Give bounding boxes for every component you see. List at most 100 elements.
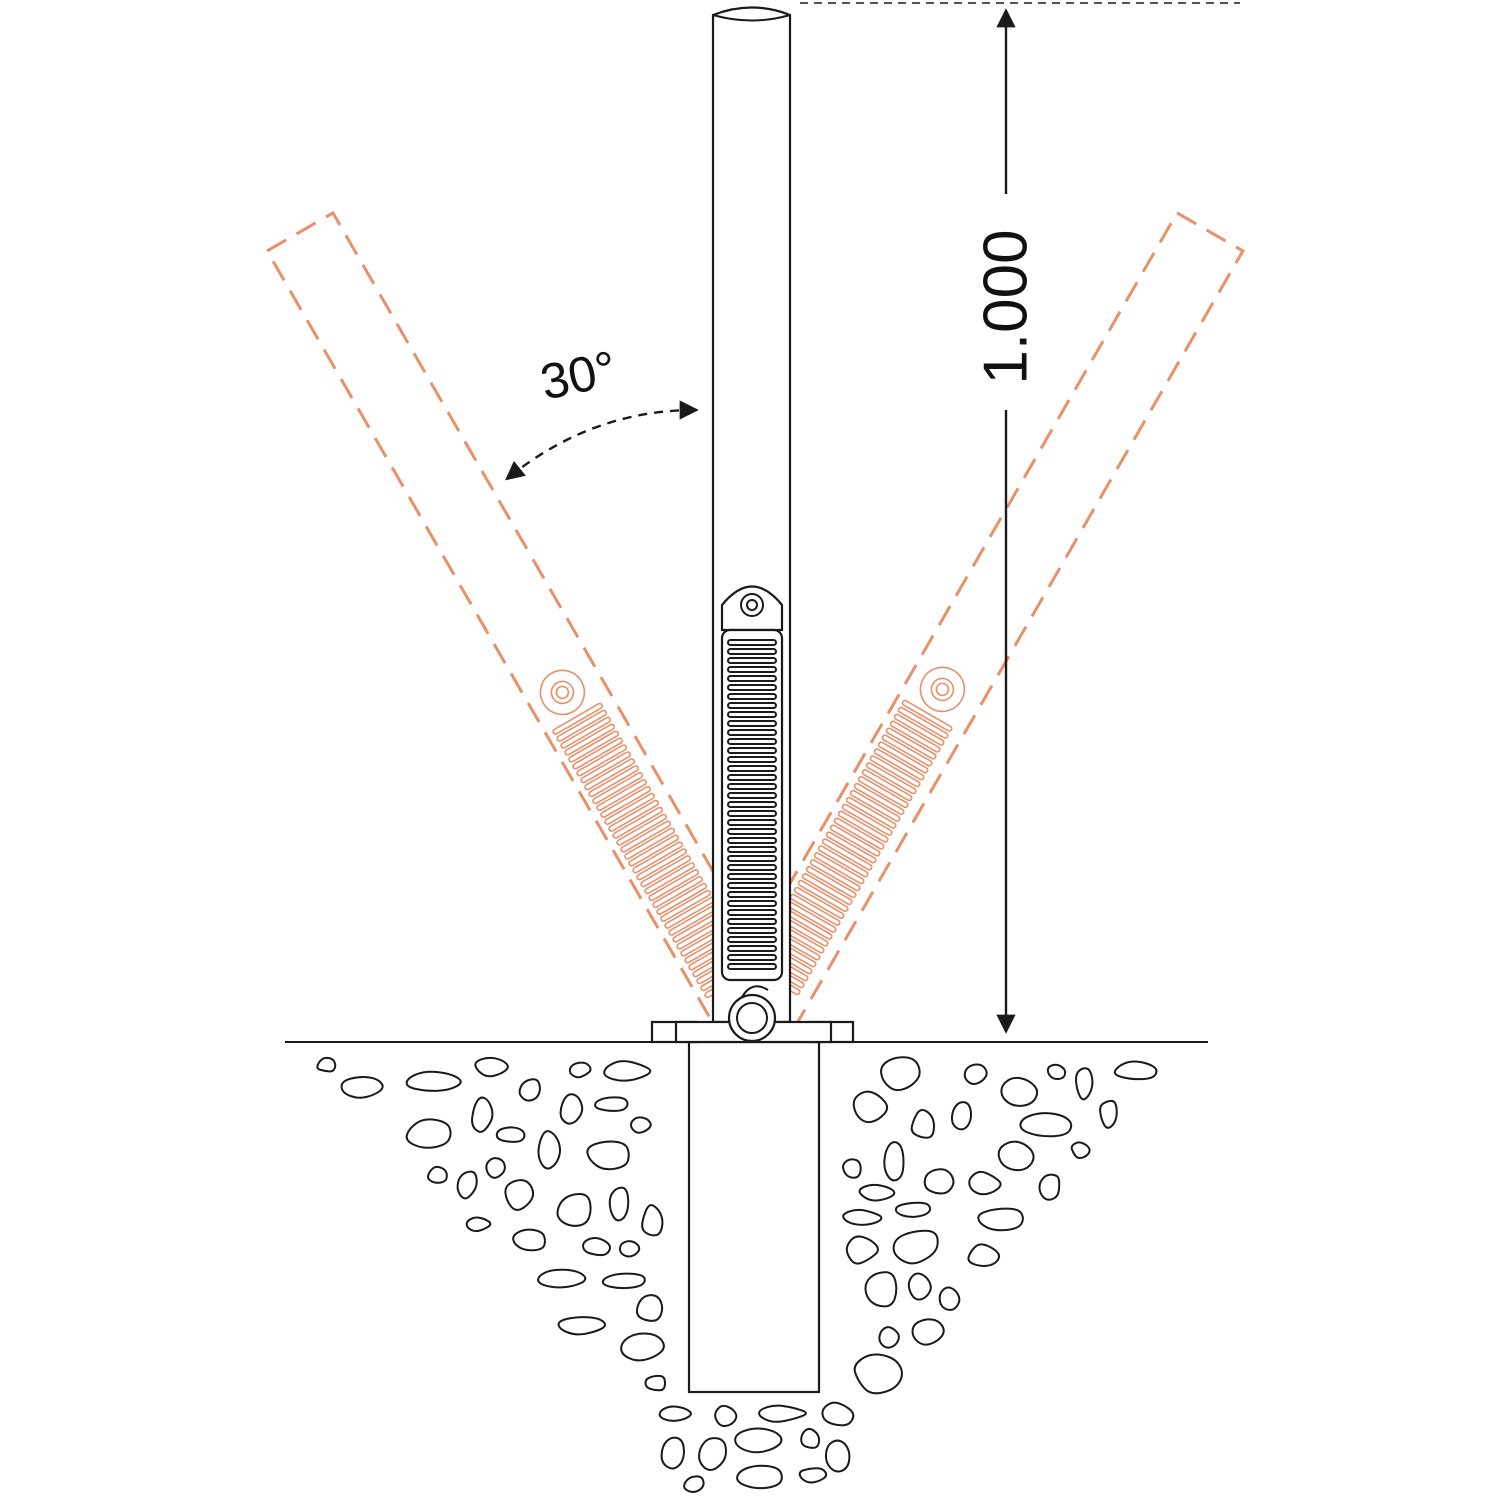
spring-coil xyxy=(727,792,777,799)
tilted-spring-coil xyxy=(825,831,877,864)
tilted-spring-coil xyxy=(901,699,953,732)
gravel-stone xyxy=(556,1192,592,1227)
upright-bollard-cap-line xyxy=(712,14,791,22)
tilted-spring-coil xyxy=(572,737,624,770)
spring-coil xyxy=(727,639,777,646)
gravel-stone xyxy=(586,1140,630,1171)
spring-coil xyxy=(727,846,777,853)
ground-sleeve xyxy=(687,1040,821,1394)
spring-coil xyxy=(727,720,777,727)
hinge-pin-outer xyxy=(727,993,777,1043)
tilted-spring-coil xyxy=(620,820,672,853)
tilted-spring-coil xyxy=(628,834,680,867)
tilted-spring-eye-ring xyxy=(555,685,570,700)
gravel-stone xyxy=(852,1090,889,1124)
tilted-spring-left xyxy=(539,669,756,999)
gravel-stone xyxy=(892,1229,939,1265)
gravel-stone xyxy=(798,1467,828,1484)
gravel-stone xyxy=(968,1170,1002,1196)
spring-coil xyxy=(727,954,777,961)
gravel-stone xyxy=(698,1437,727,1471)
tilted-spring-coil xyxy=(889,720,941,753)
angle-dimension: 30° xyxy=(505,340,699,481)
tilted-spring-coil xyxy=(612,806,664,839)
tilted-spring-coil xyxy=(861,769,913,802)
gravel-stone xyxy=(474,1056,509,1078)
tilted-spring-coil xyxy=(644,862,696,895)
tilted-spring-coil xyxy=(560,716,612,749)
gravel-stone xyxy=(878,1326,900,1349)
gravel-stone xyxy=(1075,1067,1094,1101)
gravel-stone xyxy=(518,1078,541,1102)
gravel-stone xyxy=(512,1228,546,1252)
tilted-spring-coil xyxy=(596,778,648,812)
tilted-spring-coil xyxy=(845,796,897,829)
spring-coils xyxy=(720,628,784,982)
upright-spring xyxy=(720,585,784,982)
gravel-stone xyxy=(568,1061,592,1079)
gravel-stone xyxy=(630,1116,652,1134)
tilted-spring-coil xyxy=(616,813,668,846)
gravel-stone xyxy=(977,1207,1024,1232)
spring-coil xyxy=(727,693,777,700)
tilted-spring-eye-ring xyxy=(550,680,575,705)
tilted-spring-right xyxy=(749,666,966,996)
gravel-stone xyxy=(824,1439,851,1473)
spring-bottom-hook xyxy=(741,985,769,998)
spring-coil xyxy=(727,675,777,682)
tilted-spring-coil xyxy=(556,709,608,742)
tilted-spring-coil xyxy=(829,824,881,857)
spring-coil xyxy=(727,774,777,781)
gravel-stones xyxy=(316,1056,1158,1493)
tilted-spring-coil xyxy=(841,803,893,836)
tilted-spring-coil xyxy=(580,751,632,784)
spring-coil xyxy=(727,810,777,817)
tilted-spring-coil xyxy=(817,845,869,878)
gravel-stone xyxy=(1113,1060,1158,1081)
spring-coil xyxy=(727,657,777,664)
tilted-spring-coil xyxy=(897,706,949,739)
tilted-spring-coil xyxy=(833,817,885,850)
spring-coil xyxy=(727,864,777,871)
tilted-spring-coil xyxy=(797,879,849,913)
tilted-spring-eye-ring xyxy=(935,682,950,697)
gravel-stone xyxy=(603,1060,652,1082)
spring-coil xyxy=(727,819,777,826)
tilted-spring-coil xyxy=(893,713,945,746)
gravel-stone xyxy=(967,1243,1001,1267)
tilted-spring-coil xyxy=(873,748,925,781)
gravel-stone xyxy=(907,1272,932,1301)
spring-coil xyxy=(727,747,777,754)
gravel-stone xyxy=(537,1130,562,1170)
base-plate xyxy=(650,985,855,1044)
spring-coil xyxy=(727,873,777,880)
tilted-spring-coil xyxy=(564,723,616,756)
spring-coil xyxy=(727,738,777,745)
gravel-stone xyxy=(316,1056,337,1073)
gravel-stone xyxy=(660,1436,685,1470)
tilted-spring-coil xyxy=(805,866,857,899)
gravel-stone xyxy=(880,1056,921,1092)
gravel-stone xyxy=(950,1101,973,1131)
gravel-stone xyxy=(340,1075,384,1099)
gravel-stone xyxy=(963,1063,988,1085)
gravel-stone xyxy=(559,1093,584,1125)
tilted-spring-coil xyxy=(813,852,865,885)
hinge-pin-inner xyxy=(736,1002,768,1034)
tilted-bollard-left xyxy=(265,210,790,1042)
spring-top-eye-inner xyxy=(746,599,758,611)
gravel-stone xyxy=(405,1118,452,1149)
height-label: 1.000 xyxy=(972,229,1041,384)
spring-coil xyxy=(727,945,777,952)
tilted-bollard-left-body xyxy=(265,210,790,1042)
tilted-spring-eye-ring xyxy=(930,677,955,702)
tilted-spring-coil xyxy=(865,762,917,795)
gravel-stone xyxy=(608,1186,630,1222)
gravel-stone xyxy=(635,1294,664,1322)
gravel-stone xyxy=(864,1271,898,1308)
tilted-spring-coil xyxy=(652,875,704,909)
spring-coil xyxy=(727,900,777,907)
gravel-stone xyxy=(1038,1173,1061,1201)
gravel-stone xyxy=(734,1427,783,1454)
